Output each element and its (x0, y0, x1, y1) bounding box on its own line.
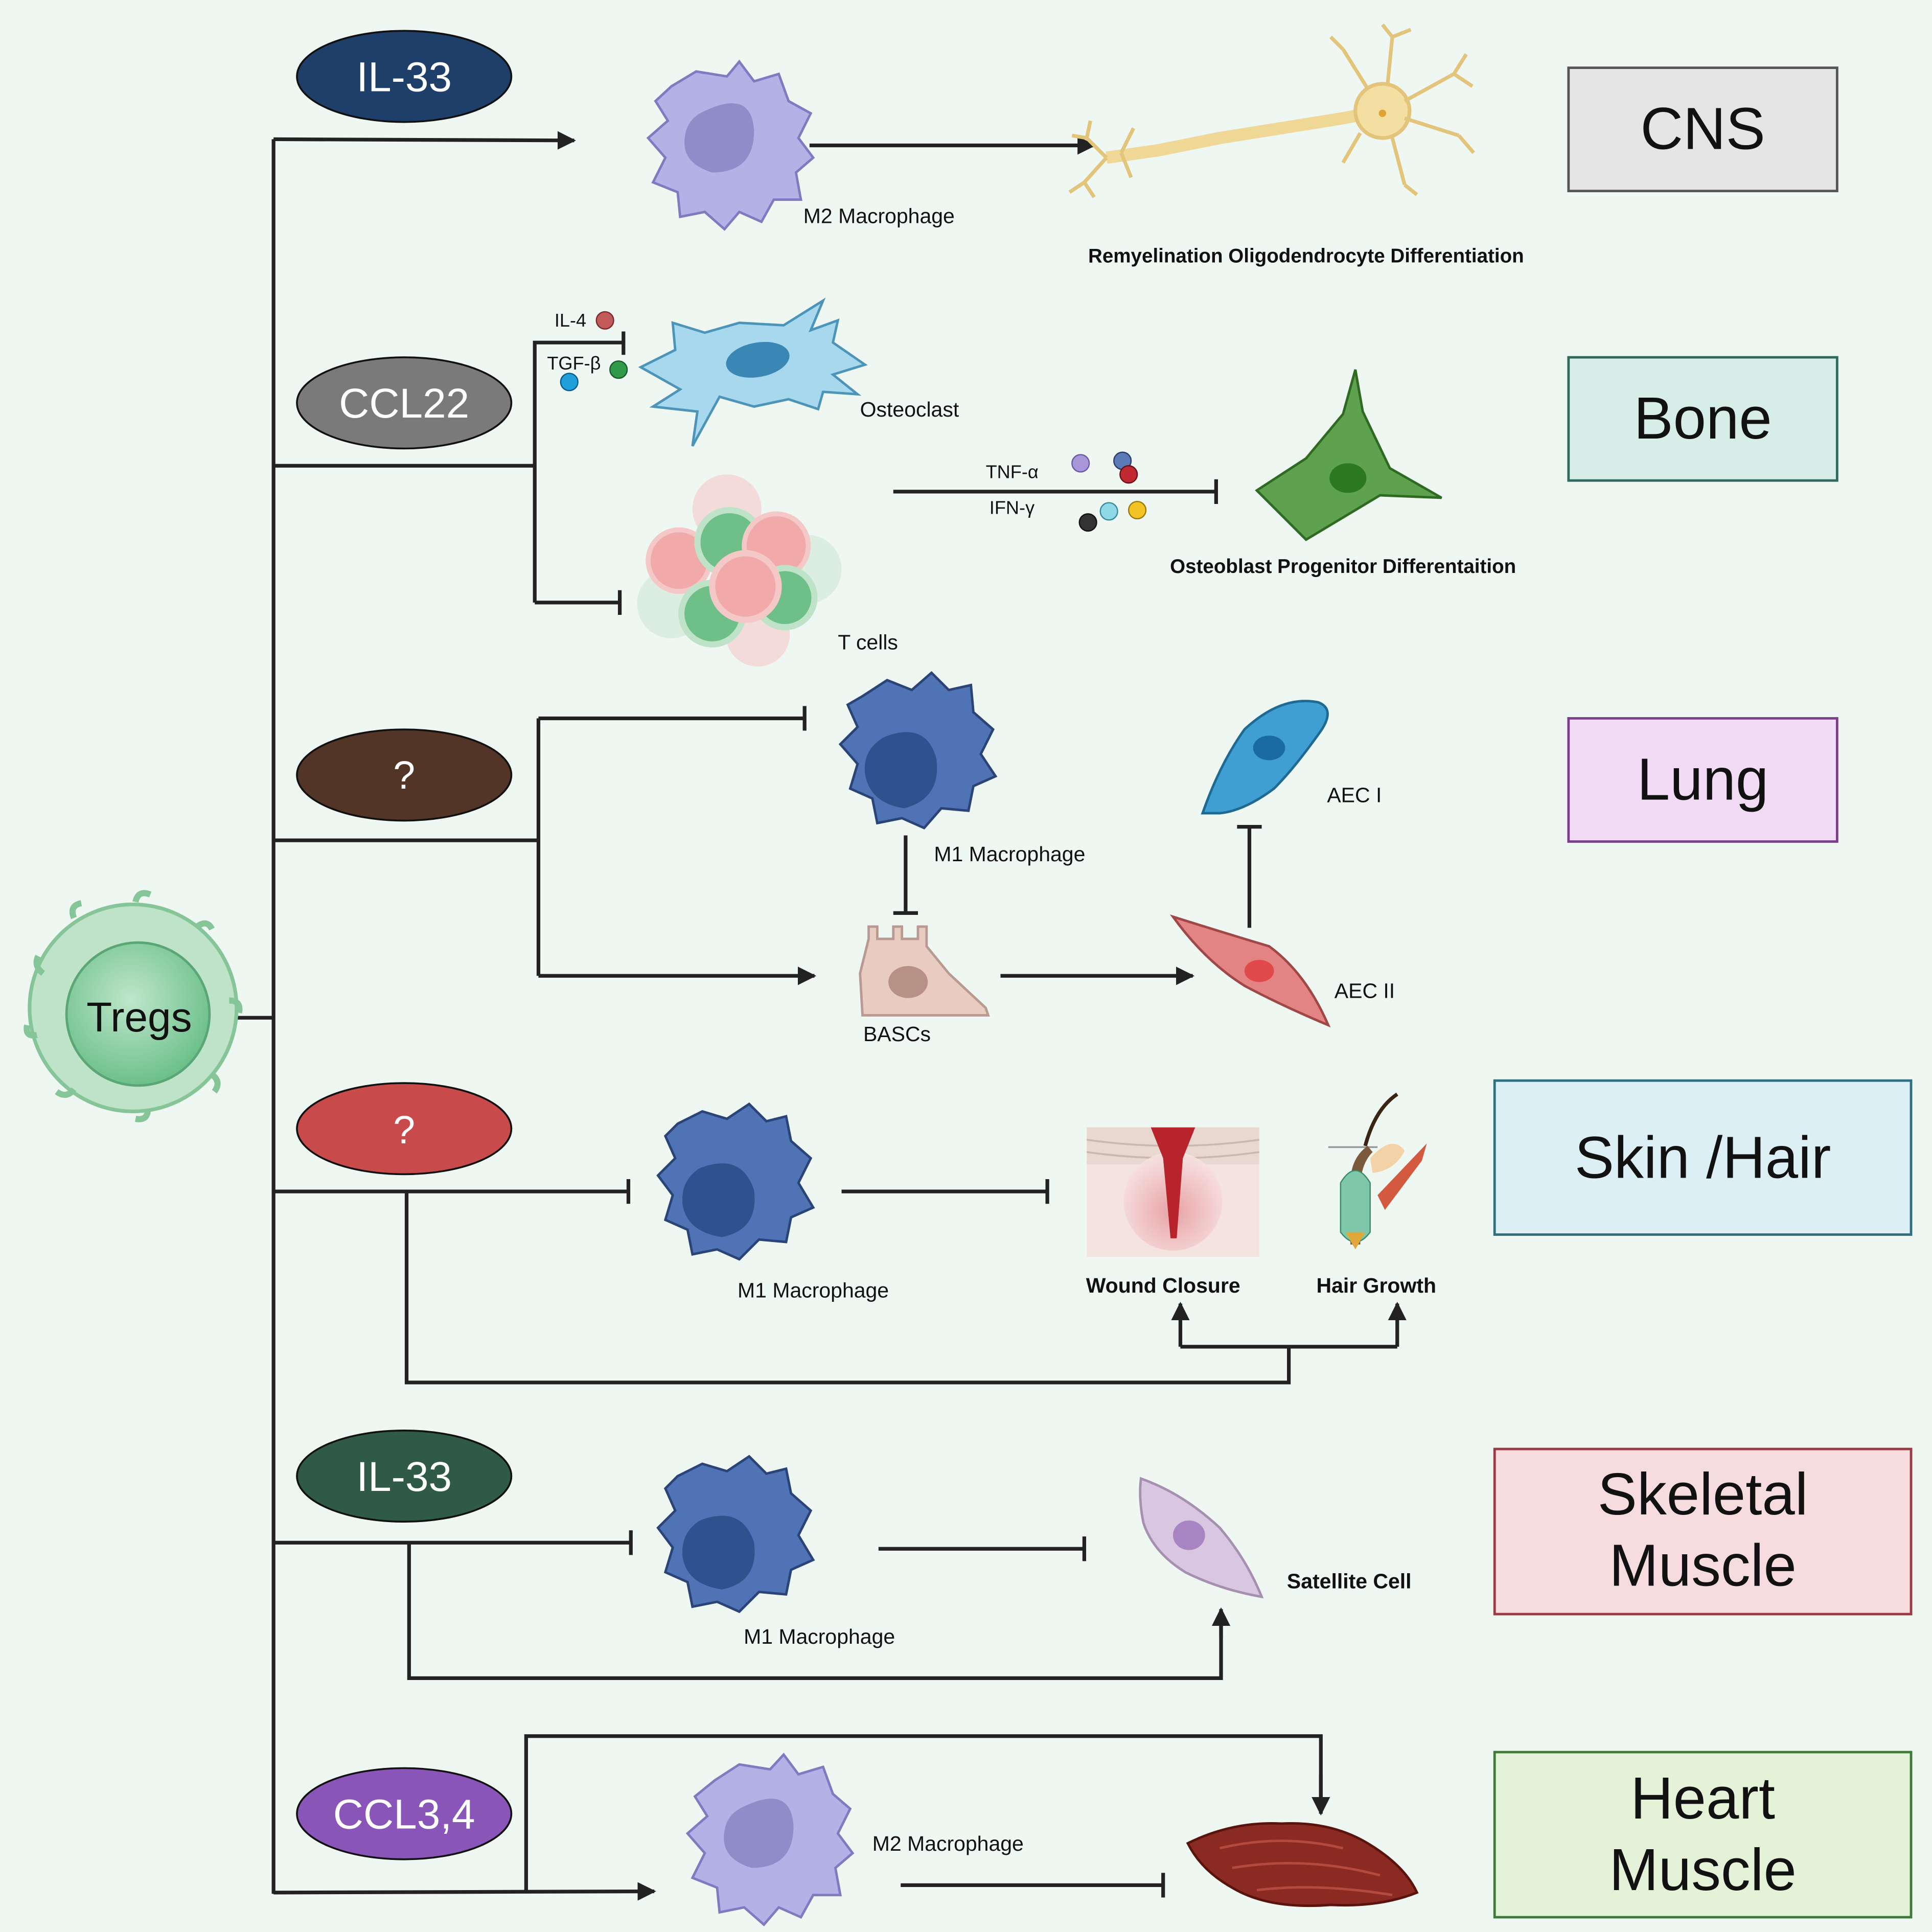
cytokine-molecules-icon (1071, 451, 1147, 532)
tissue-skeletal: Skeletal Muscle (1493, 1447, 1913, 1616)
signal-cns-label: IL-33 (356, 54, 452, 100)
tissue-cns-label: CNS (1640, 96, 1765, 162)
tissue-bone: Bone (1567, 356, 1838, 482)
skeletal-m1-macrophage-label: M1 Macrophage (744, 1625, 895, 1648)
signal-skin: ? (296, 1082, 513, 1176)
lung-m1-macrophage (838, 671, 998, 830)
tissue-heart: Heart Muscle (1493, 1751, 1913, 1919)
bascs-label: BASCs (863, 1022, 931, 1046)
tissue-lung-label: Lung (1637, 746, 1768, 813)
cns-outcome-label: Remyelination Oligodendrocyte Differenti… (1088, 245, 1524, 267)
aec1-label: AEC I (1327, 783, 1382, 807)
signal-lung-label: ? (393, 753, 415, 797)
tissue-skin-label: Skin /Hair (1575, 1124, 1831, 1191)
tgfb-molecule-icon (609, 360, 628, 379)
tissue-boxes: CNS Bone Lung Skin /Hair Skeletal Muscle… (1493, 66, 1913, 1919)
wound-icon (1086, 1127, 1260, 1257)
lung-m1-macrophage-label: M1 Macrophage (934, 842, 1085, 866)
aec2-label: AEC II (1335, 979, 1395, 1003)
tissue-heart-label-1: Heart (1630, 1765, 1775, 1831)
treg-villi (24, 890, 243, 1122)
tnfa-label: TNF-α (986, 461, 1039, 482)
skin-m1-macrophage (656, 1102, 815, 1261)
signal-skeletal: IL-33 (296, 1430, 513, 1523)
signal-lung: ? (296, 728, 513, 822)
heart-bypass-line (524, 1734, 1323, 1893)
neuron-icon (1068, 23, 1475, 198)
osteoclast-label: Osteoclast (860, 398, 959, 421)
cns-m2-macrophage-label: M2 Macrophage (803, 204, 955, 227)
tissue-bone-label: Bone (1634, 385, 1772, 451)
aec2-cell (1169, 914, 1331, 1028)
heart-arrow-to-macrophage (273, 1882, 656, 1901)
heart-m2-macrophage-label: M2 Macrophage (872, 1832, 1024, 1855)
connector-lines (234, 131, 1407, 1901)
tissue-skeletal-label-1: Skeletal (1598, 1461, 1808, 1527)
ifng-label: IFN-γ (990, 497, 1034, 518)
bone-outcome-label: Osteoblast Progenitor Differentaition (1170, 556, 1516, 578)
satellite-cell-label: Satellite Cell (1287, 1569, 1412, 1593)
heart-muscle-icon (1186, 1822, 1419, 1907)
skeletal-bypass-line (407, 1543, 1223, 1681)
signal-heart: CCL3,4 (296, 1767, 513, 1860)
signal-skin-label: ? (393, 1108, 415, 1152)
tissue-lung: Lung (1567, 717, 1838, 843)
tgfb-molecule-icon-2 (560, 373, 579, 392)
signal-skeletal-label: IL-33 (356, 1454, 452, 1500)
signal-bone: CCL22 (296, 356, 513, 450)
treg-cell: Tregs (24, 890, 243, 1122)
signal-ovals: IL-33 CCL22 ? ? IL-33 CCL3,4 (296, 30, 513, 1860)
hair-growth-label: Hair Growth (1317, 1274, 1436, 1297)
skin-m1-macrophage-label: M1 Macrophage (738, 1278, 889, 1302)
signal-bone-label: CCL22 (339, 380, 469, 427)
cns-arrow-to-macrophage (273, 131, 577, 150)
skeletal-m1-macrophage (656, 1455, 815, 1614)
aec1-cell (1201, 700, 1329, 815)
tgfb-label: TGF-β (547, 353, 601, 374)
tissue-cns: CNS (1567, 66, 1838, 193)
skin-bypass-line (404, 1191, 1291, 1385)
wound-closure-label: Wound Closure (1086, 1274, 1240, 1297)
hair-follicle-icon (1328, 1092, 1427, 1250)
osteoblast-progenitor-cell (1255, 369, 1442, 541)
heart-m2-macrophage (685, 1753, 855, 1926)
satellite-cell (1139, 1477, 1264, 1599)
tcells-label: T cells (838, 630, 898, 654)
tissue-skin: Skin /Hair (1493, 1079, 1913, 1236)
signal-heart-label: CCL3,4 (333, 1791, 475, 1838)
tcell-cluster (637, 474, 842, 667)
il4-molecule-icon (595, 311, 614, 330)
tissue-heart-label-2: Muscle (1609, 1836, 1797, 1903)
bone-fork (533, 340, 624, 603)
osteoclast-cell (638, 297, 868, 447)
tissue-skeletal-label-2: Muscle (1609, 1532, 1797, 1599)
treg-label: Tregs (86, 994, 192, 1041)
treg-nucleus (65, 941, 211, 1087)
bascs-cell (859, 925, 990, 1017)
cns-m2-macrophage (646, 59, 815, 231)
signal-cns: IL-33 (296, 30, 513, 123)
il4-label: IL-4 (555, 310, 586, 331)
